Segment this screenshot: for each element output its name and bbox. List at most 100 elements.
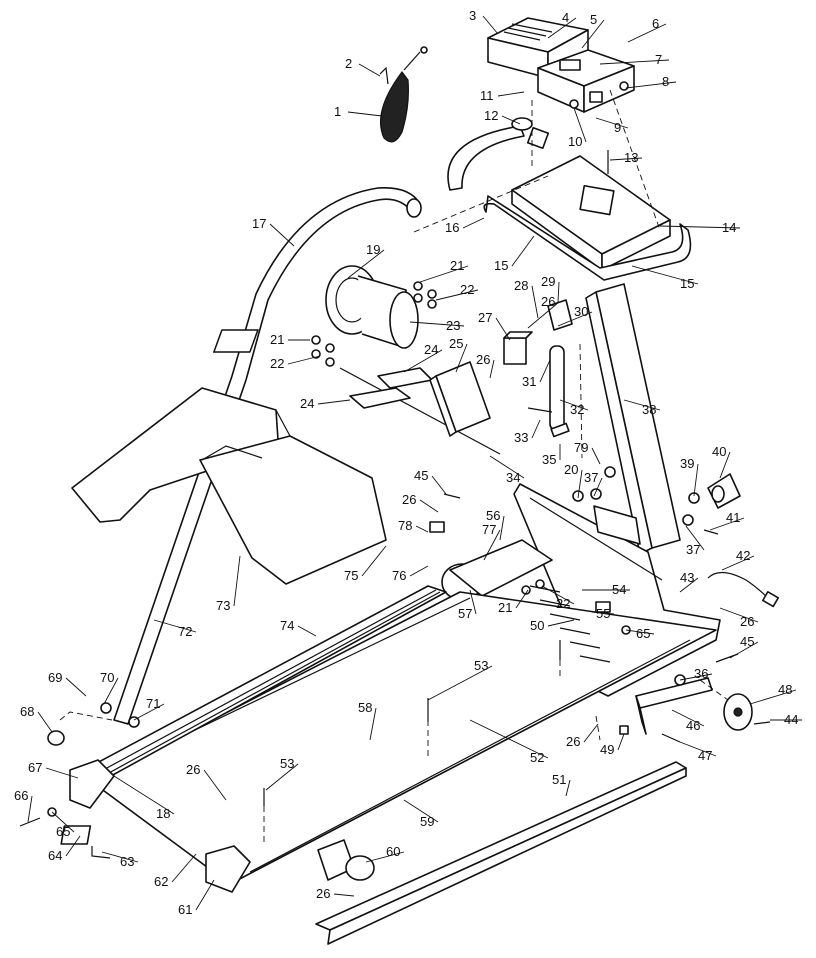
callout-leader-22a bbox=[435, 289, 479, 301]
callout-leader-70 bbox=[103, 677, 119, 705]
callout-leader-52 bbox=[469, 719, 549, 759]
callout-number-37b: 37 bbox=[686, 542, 700, 557]
callout-number-44: 44 bbox=[784, 712, 798, 727]
callout-leader-72 bbox=[153, 619, 197, 633]
callout-leader-13 bbox=[609, 157, 643, 161]
callout-21c: 21 bbox=[498, 589, 529, 615]
callout-leader-77 bbox=[483, 529, 501, 561]
callout-56: 56 bbox=[486, 508, 505, 541]
callout-number-55: 55 bbox=[596, 606, 610, 621]
callout-leader-28 bbox=[531, 285, 539, 319]
callout-16: 16 bbox=[445, 217, 485, 235]
callout-number-8: 8 bbox=[662, 74, 669, 89]
callout-54: 54 bbox=[582, 582, 630, 597]
callout-number-64: 64 bbox=[48, 848, 62, 863]
callout-leader-3 bbox=[482, 15, 499, 35]
callout-leader-38 bbox=[623, 399, 661, 411]
callout-29: 29 bbox=[541, 274, 560, 303]
callout-52: 52 bbox=[469, 719, 549, 765]
callout-45a: 45 bbox=[414, 468, 447, 495]
right-side-rail bbox=[315, 761, 687, 945]
callout-number-61: 61 bbox=[178, 902, 192, 917]
callout-number-48: 48 bbox=[778, 682, 792, 697]
callout-leader-19 bbox=[347, 249, 385, 279]
callout-leader-26e bbox=[203, 769, 227, 801]
callout-number-29: 29 bbox=[541, 274, 555, 289]
callout-5: 5 bbox=[581, 12, 605, 49]
callout-leader-42 bbox=[721, 555, 755, 571]
callout-leader-65b bbox=[625, 629, 655, 635]
callout-number-21a: 21 bbox=[450, 258, 464, 273]
wheel-bracket bbox=[635, 677, 753, 735]
callout-number-17: 17 bbox=[252, 216, 266, 231]
rear-leveler bbox=[707, 473, 741, 509]
callout-number-12: 12 bbox=[484, 108, 498, 123]
callout-number-65b: 65 bbox=[636, 626, 650, 641]
callout-68: 68 bbox=[20, 704, 53, 733]
callout-15a: 15 bbox=[494, 235, 535, 273]
callout-69: 69 bbox=[48, 670, 87, 697]
motor-assembly bbox=[213, 265, 501, 455]
callout-58: 58 bbox=[358, 700, 377, 741]
callout-leader-49 bbox=[617, 733, 625, 751]
callout-number-47: 47 bbox=[698, 748, 712, 763]
callout-37b: 37 bbox=[685, 525, 705, 557]
callout-70: 70 bbox=[100, 670, 119, 705]
callout-64: 64 bbox=[48, 835, 81, 863]
callout-leader-18 bbox=[113, 775, 175, 815]
callout-number-73: 73 bbox=[216, 598, 230, 613]
callout-65a: 65 bbox=[51, 811, 75, 839]
callout-number-76: 76 bbox=[392, 568, 406, 583]
callout-30: 30 bbox=[557, 304, 593, 327]
callout-11: 11 bbox=[480, 88, 525, 103]
callout-number-53b: 53 bbox=[280, 756, 294, 771]
callout-number-14: 14 bbox=[722, 220, 736, 235]
callout-55: 55 bbox=[591, 606, 615, 621]
callout-76: 76 bbox=[392, 565, 429, 583]
callout-leader-40 bbox=[719, 451, 731, 479]
callout-leader-21a bbox=[419, 265, 469, 283]
callout-27: 27 bbox=[478, 310, 511, 341]
callout-43: 43 bbox=[679, 570, 699, 593]
callout-number-62: 62 bbox=[154, 874, 168, 889]
callout-leader-4 bbox=[547, 17, 577, 39]
callout-leader-26d bbox=[719, 607, 759, 623]
callout-21a: 21 bbox=[419, 258, 469, 283]
callout-44: 44 bbox=[770, 712, 802, 727]
power-cord bbox=[707, 571, 779, 608]
callout-leader-32 bbox=[559, 399, 589, 411]
callout-67: 67 bbox=[28, 760, 79, 779]
callout-71: 71 bbox=[133, 696, 165, 721]
callout-number-60: 60 bbox=[386, 844, 400, 859]
callout-21b: 21 bbox=[270, 332, 310, 347]
callout-31: 31 bbox=[522, 359, 551, 389]
callout-32: 32 bbox=[559, 399, 589, 417]
callout-number-68: 68 bbox=[20, 704, 34, 719]
callout-leader-33 bbox=[531, 419, 541, 439]
callout-number-26d: 26 bbox=[740, 614, 754, 629]
callout-number-23: 23 bbox=[446, 318, 460, 333]
callout-leader-16 bbox=[462, 217, 485, 229]
callout-leader-68 bbox=[37, 711, 53, 733]
callout-number-31: 31 bbox=[522, 374, 536, 389]
callout-63: 63 bbox=[101, 851, 139, 869]
callout-leader-26f bbox=[583, 723, 599, 743]
callout-39: 39 bbox=[680, 456, 699, 497]
left-handrail bbox=[113, 187, 422, 725]
callout-leader-48 bbox=[749, 689, 797, 705]
callout-number-15a: 15 bbox=[494, 258, 508, 273]
callout-2: 2 bbox=[345, 56, 381, 77]
callout-number-77: 77 bbox=[482, 522, 496, 537]
callout-leader-20 bbox=[577, 469, 583, 499]
callout-26d: 26 bbox=[719, 607, 759, 629]
callout-leader-26c bbox=[419, 499, 439, 513]
callout-number-15b: 15 bbox=[680, 276, 694, 291]
callout-66: 66 bbox=[14, 788, 33, 823]
callout-number-26a: 26 bbox=[541, 294, 555, 309]
callout-number-7: 7 bbox=[655, 52, 662, 67]
callout-number-1: 1 bbox=[334, 104, 341, 119]
callout-number-22a: 22 bbox=[460, 282, 474, 297]
callout-leader-76 bbox=[409, 565, 429, 577]
